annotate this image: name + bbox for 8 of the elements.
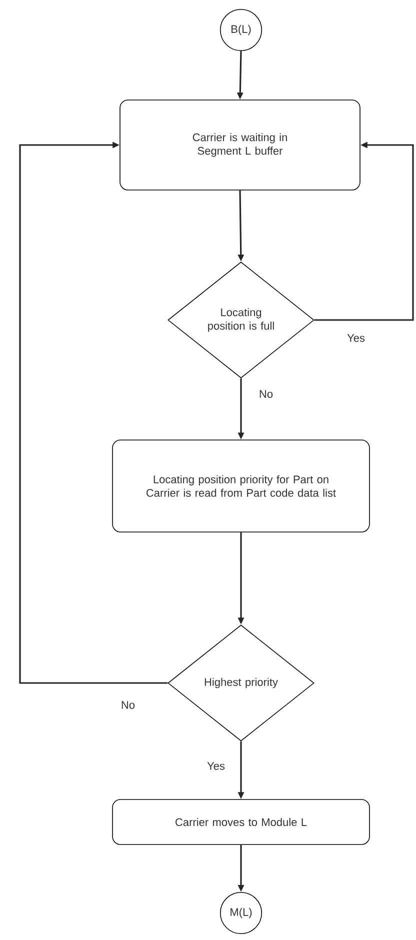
process-box: Carrier moves to Module L — [112, 799, 370, 845]
edge-label: Yes — [346, 333, 366, 343]
process-box: Locating position priority for Part on Carrier is read from Part code data list — [112, 440, 370, 532]
edge-label: No — [258, 389, 274, 399]
process-box: Carrier is waiting in Segment L buffer — [120, 100, 360, 190]
arrow — [19, 142, 168, 684]
edge-label: Yes — [206, 761, 226, 771]
edge-label: No — [120, 700, 136, 710]
